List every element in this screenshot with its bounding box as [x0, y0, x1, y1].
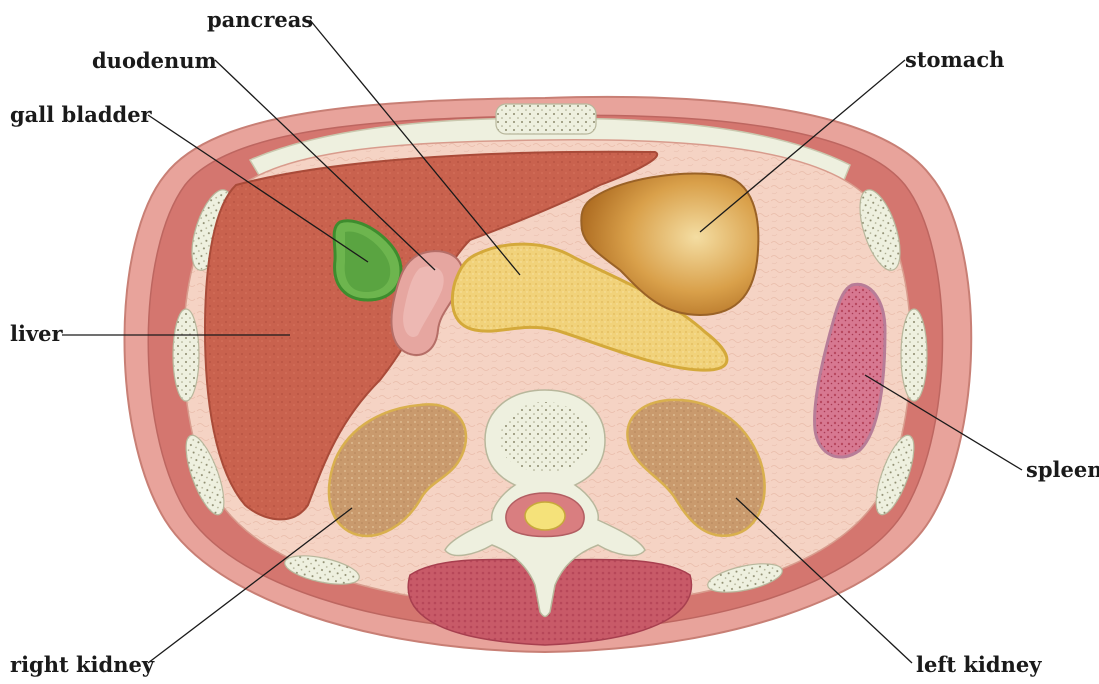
label-stomach: stomach	[905, 47, 1004, 72]
label-left-kidney: left kidney	[916, 652, 1042, 677]
label-gall-bladder: gall bladder	[10, 102, 153, 127]
label-liver: liver	[10, 321, 64, 346]
label-right-kidney: right kidney	[10, 652, 155, 677]
label-pancreas: pancreas	[207, 7, 313, 32]
sternum	[496, 104, 596, 134]
spinal-cord	[525, 502, 565, 530]
label-duodenum: duodenum	[92, 48, 217, 73]
label-spleen: spleen	[1026, 457, 1099, 482]
